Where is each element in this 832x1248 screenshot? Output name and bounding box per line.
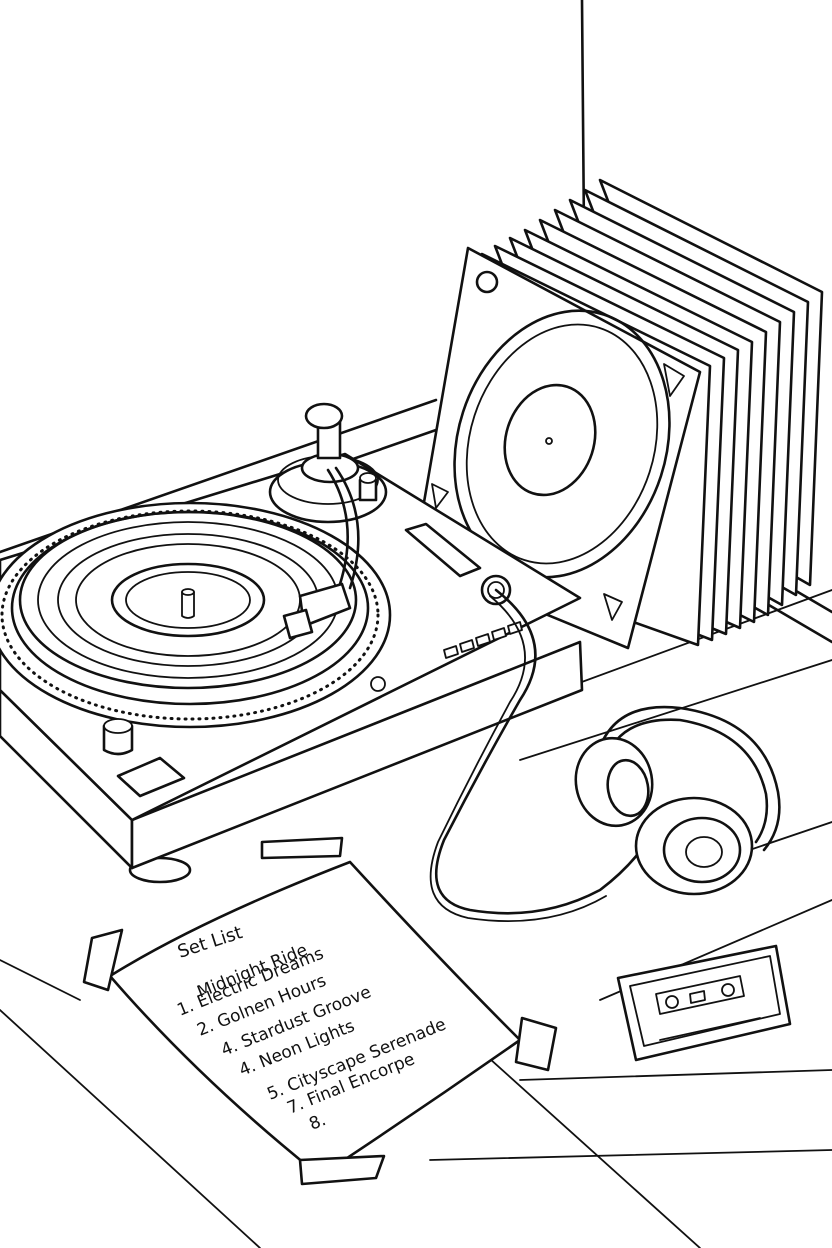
tape-left: [82, 928, 124, 992]
tape-right: [514, 1016, 558, 1072]
headphones: [429, 588, 781, 922]
tonearm: [268, 402, 388, 640]
tape-bottom: [298, 1154, 386, 1186]
setlist-paper: [82, 836, 558, 1186]
setlist-item: 8.: [306, 1110, 329, 1135]
right-earcup: [634, 796, 754, 896]
turntable: [0, 402, 584, 884]
platter: [0, 501, 392, 729]
cassette-tape: [616, 944, 792, 1062]
left-earcup: [574, 736, 654, 828]
record-sleeve-stack: [412, 178, 824, 650]
tape-top: [260, 836, 344, 860]
turntable-controls: [102, 522, 523, 798]
